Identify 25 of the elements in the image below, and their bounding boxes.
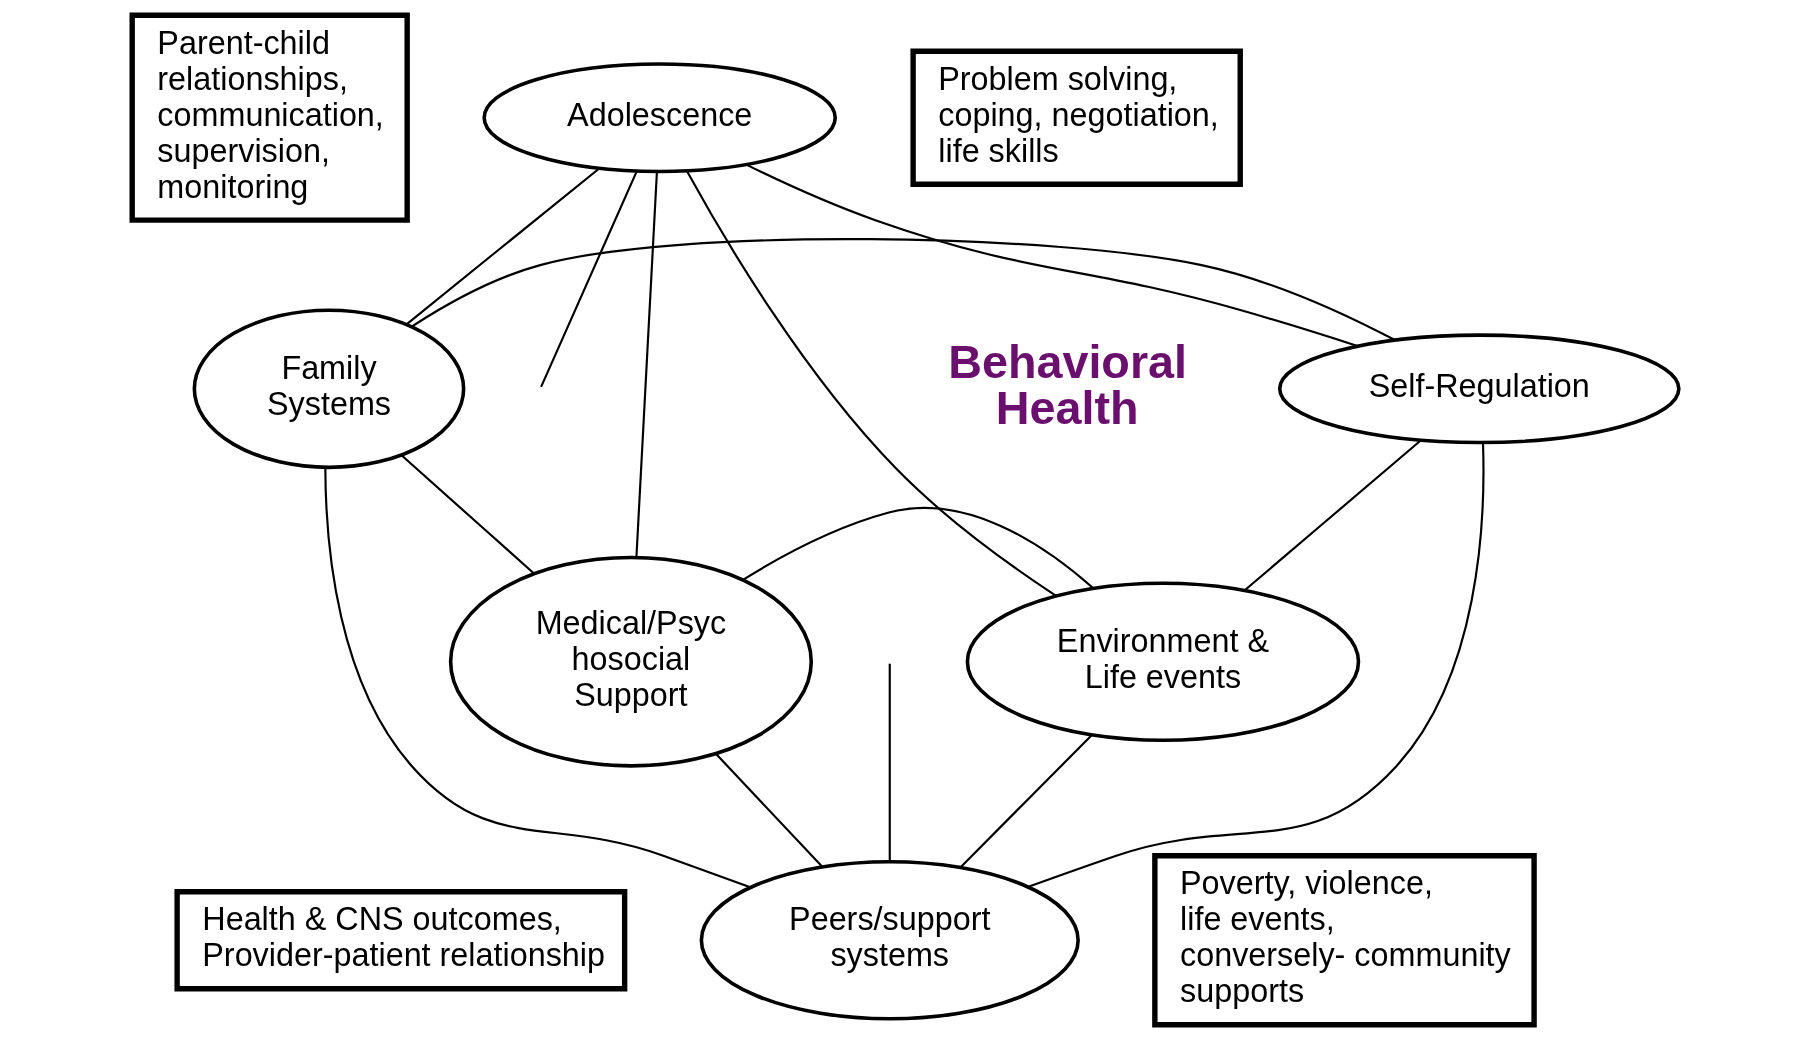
connector: [1243, 439, 1422, 591]
node-box: Poverty, violence, life events, conversely- community supports: [1151, 853, 1537, 1028]
connector: [1027, 442, 1484, 888]
node-ellipse: Adolescence: [481, 62, 837, 174]
node-ellipse: Peers/support systems: [699, 859, 1080, 1021]
connector: [888, 663, 891, 861]
connector: [410, 238, 1395, 341]
connector: [539, 170, 638, 388]
node-ellipse: Medical/Psyc hosocial Support: [448, 555, 813, 768]
connector: [323, 467, 751, 889]
node-box: Health & CNS outcomes, Provider-patient relationship: [173, 889, 627, 992]
node-box: Problem solving, coping, negotiation, life skills: [909, 48, 1243, 187]
connector: [685, 170, 1056, 597]
label: Behavioral Health: [947, 335, 1187, 435]
connector: [744, 163, 1358, 348]
connector: [405, 167, 600, 326]
node-ellipse: Family Systems: [192, 308, 465, 470]
connector: [959, 734, 1092, 868]
connector: [634, 171, 658, 558]
connector: [715, 753, 822, 867]
node-box: Parent-child relationships, communication, supervision, monitoring: [129, 12, 410, 223]
node-ellipse: Environment & Life events: [965, 581, 1360, 742]
node-ellipse: Self-Regulation: [1277, 333, 1681, 445]
connector: [742, 506, 1094, 589]
connector: [400, 455, 535, 575]
